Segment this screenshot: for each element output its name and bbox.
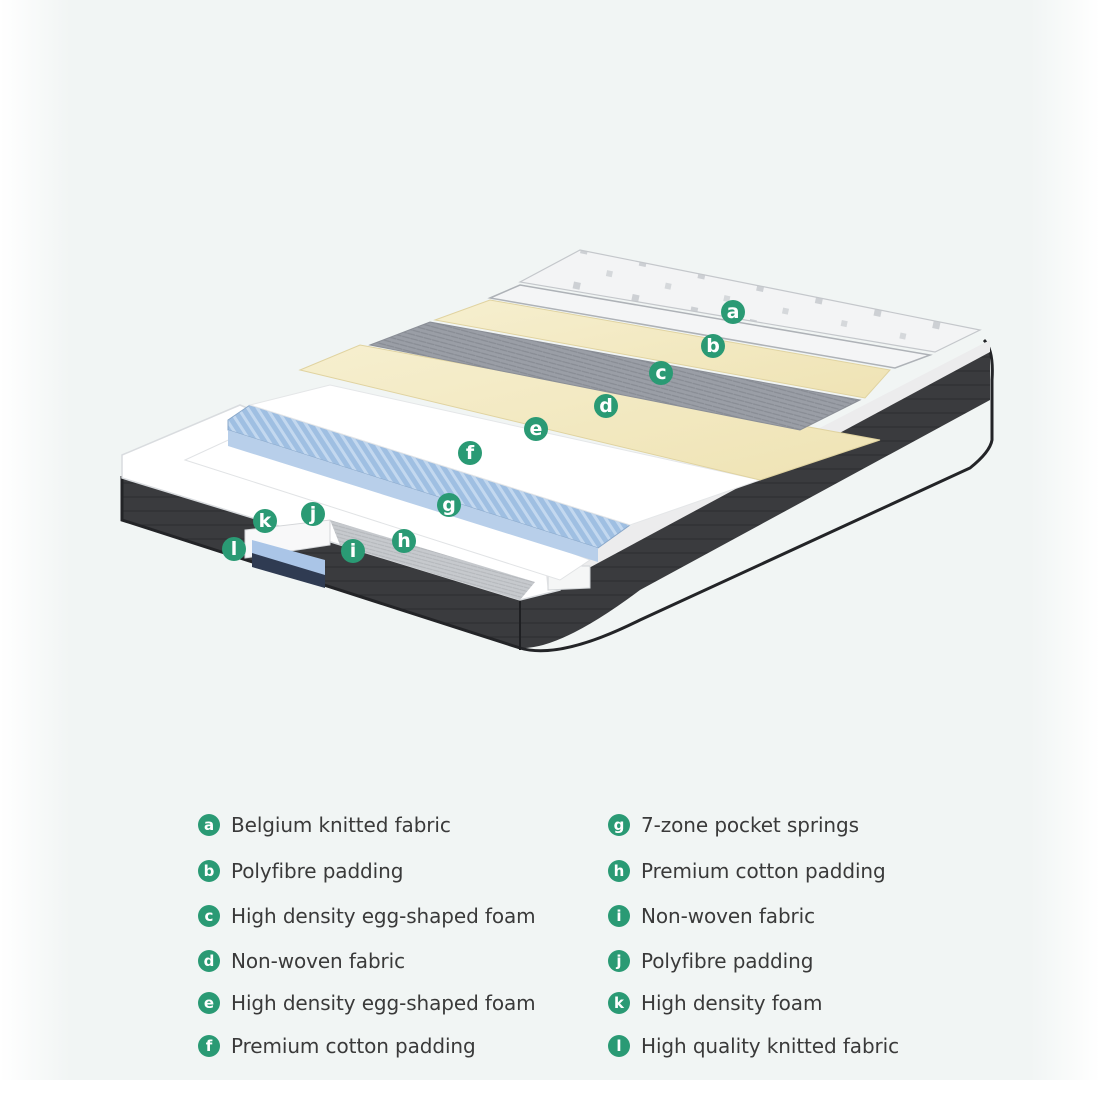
- callout-badge-a: [721, 300, 745, 324]
- callout-badge-c: [649, 361, 673, 385]
- callout-letter-i: i: [350, 540, 357, 562]
- layer-b-polyfibre: [487, 284, 933, 369]
- callout-letter-d: d: [599, 395, 613, 417]
- layer-d-nonwoven: [368, 321, 862, 431]
- layer-a-knitted-top: [518, 249, 982, 353]
- callout-badge-d: [594, 394, 618, 418]
- callout-letter-h: h: [397, 530, 411, 552]
- callout-badge-i: [341, 539, 365, 563]
- callout-badge-g: [437, 493, 461, 517]
- callout-j: j: [301, 502, 325, 526]
- callout-group: ab c d e f g h i j kl: [222, 300, 745, 563]
- callout-letter-b: b: [706, 335, 720, 357]
- layer-e-foam: [298, 344, 881, 481]
- callout-letter-k: k: [259, 510, 272, 532]
- callout-letter-c: c: [655, 362, 666, 384]
- callout-a: a: [721, 300, 745, 324]
- callout-letter-a: a: [727, 301, 740, 323]
- callout-badge-l: [222, 537, 246, 561]
- callout-h: h: [392, 529, 416, 553]
- layer-i-nonwoven: [330, 520, 535, 600]
- callout-badge-b: [701, 334, 725, 358]
- callout-letter-j: j: [309, 503, 317, 525]
- layer-c-foam: [433, 299, 891, 399]
- callout-badge-f: [458, 441, 482, 465]
- callout-k: k: [253, 509, 277, 533]
- callout-l: l: [222, 537, 246, 561]
- callout-badge-h: [392, 529, 416, 553]
- callout-badge-e: [524, 417, 548, 441]
- callout-c: c: [649, 361, 673, 385]
- mattress-base: [120, 338, 994, 653]
- callout-letter-l: l: [231, 538, 238, 560]
- callout-g: g: [437, 493, 461, 517]
- callout-letter-f: f: [466, 442, 475, 464]
- callout-f: f: [458, 441, 482, 465]
- callout-e: e: [524, 417, 548, 441]
- callout-b: b: [701, 334, 725, 358]
- callout-badge-k: [253, 509, 277, 533]
- callout-letter-g: g: [442, 494, 456, 516]
- layer-g-pocket-springs: [227, 404, 632, 549]
- callout-i: i: [341, 539, 365, 563]
- callout-letter-e: e: [530, 418, 543, 440]
- callout-badge-j: [301, 502, 325, 526]
- callout-d: d: [594, 394, 618, 418]
